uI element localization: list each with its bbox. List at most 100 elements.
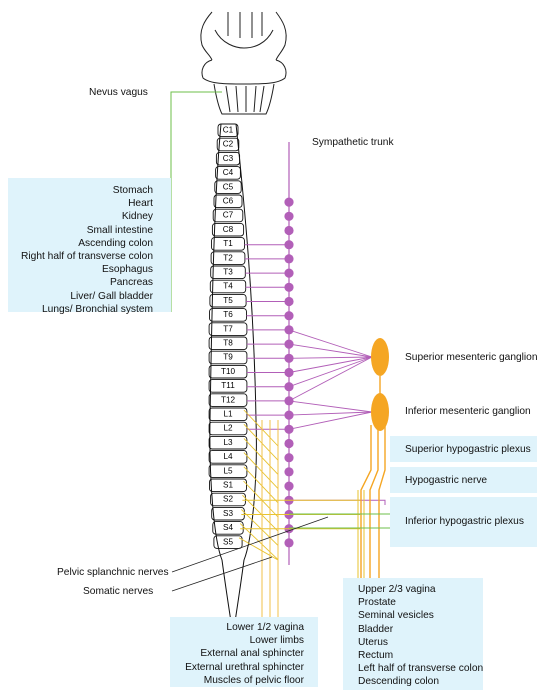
- hypogastric-line: [378, 425, 386, 578]
- segment-label: T2: [223, 253, 233, 262]
- organ-item: Rectum: [358, 650, 394, 662]
- splanchnic-line: [288, 356, 373, 373]
- segment-label: C7: [223, 211, 234, 220]
- vertebra-segment: [208, 435, 248, 450]
- hypogastric-nerve-box: Hypogastric nerve: [390, 467, 537, 493]
- organ-item: Small intestine: [86, 224, 153, 236]
- somatic-targets-box: Lower 1/2 vagina Lower limbs External an…: [170, 617, 318, 687]
- splanchnic-line: [288, 343, 373, 358]
- target-item: Muscles of pelvic floor: [203, 674, 304, 686]
- organ-item: Esophagus: [102, 264, 153, 276]
- pelvic-splanchnic-and-somatic-lines: [238, 376, 390, 617]
- segment-label: L5: [223, 466, 233, 475]
- vertebra-segment: [216, 137, 240, 152]
- inferior-hypogastric-plexus-label: Inferior hypogastric plexus: [405, 516, 524, 527]
- pelvic-organs-box: Upper 2/3 vagina Prostate Seminal vesicl…: [343, 578, 483, 690]
- vertebra-segment: [211, 506, 245, 521]
- vagus-organs-box: Stomach Heart Kidney Small intestine Asc…: [8, 178, 171, 315]
- somatic-fan-line: [243, 452, 279, 489]
- vertebra-segment: [208, 322, 248, 336]
- segment-label: S4: [223, 523, 233, 532]
- somatic-fan-line: [243, 466, 279, 504]
- segment-label: T12: [221, 395, 236, 404]
- vertebra-segment: [208, 336, 248, 351]
- somatic-fan-line: [238, 537, 279, 561]
- organ-item: Kidney: [121, 211, 153, 223]
- segment-label: S5: [223, 537, 233, 546]
- vertebra-segment: [217, 123, 239, 138]
- segment-label: L4: [223, 452, 233, 461]
- segment-label: T4: [223, 282, 233, 291]
- vertebra-segment: [209, 293, 247, 308]
- organ-item: Stomach: [112, 185, 153, 196]
- vertebra-segment: [209, 478, 247, 493]
- hypogastric-line: [360, 425, 372, 578]
- sympathetic-ganglion-icon: [284, 211, 294, 221]
- splanchnic-line: [288, 329, 373, 358]
- somatic-fan-line: [243, 409, 279, 447]
- splanchnic-line: [288, 356, 373, 402]
- vertebra-segment: [209, 308, 247, 322]
- superior-hypogastric-plexus-label: Superior hypogastric plexus: [405, 444, 531, 455]
- somatic-fan-line: [243, 438, 279, 475]
- sympathetic-ganglion-icon: [284, 225, 294, 236]
- vertebra-segment: [211, 237, 245, 251]
- nervus-vagus-label: Nevus vagus: [89, 87, 148, 98]
- vertebra-segment: [208, 350, 248, 365]
- vertebra-segment: [208, 393, 248, 407]
- sympathetic-trunk: [244, 142, 386, 565]
- vertebra-segment: [212, 208, 244, 223]
- splanchnic-line: [288, 356, 373, 388]
- organ-item: Lungs/ Bronchial system: [42, 303, 153, 315]
- somatic-fan-line: [242, 494, 279, 532]
- segment-label: T7: [223, 324, 233, 333]
- segment-label: T5: [223, 296, 233, 305]
- sympathetic-ganglion-icon: [284, 197, 294, 207]
- segment-label: T1: [223, 239, 233, 248]
- somatic-pointer: [171, 556, 273, 592]
- segment-label: T6: [223, 310, 233, 319]
- organ-item: Uterus: [358, 636, 389, 648]
- splanchnic-line: [288, 411, 373, 416]
- pelvic-splanchnic-nerves-label: Pelvic splanchnic nerves: [57, 567, 169, 578]
- splanchnic-line: [288, 400, 373, 413]
- superior-mesenteric-ganglion-icon: [371, 338, 389, 376]
- segment-label: T9: [223, 353, 233, 362]
- segment-label: C8: [223, 225, 234, 234]
- segment-label: C6: [223, 197, 234, 206]
- spinal-column: C1C2C3C4C5C6C7C8T1T2T3T4T5T6T7T8T9T10T11…: [208, 123, 257, 636]
- segment-label: T10: [221, 367, 236, 376]
- vertebra-segment: [214, 180, 242, 194]
- inferior-mesenteric-ganglion-label: Inferior mesenteric ganglion: [405, 406, 531, 417]
- hypogastric-line: [369, 425, 379, 578]
- vertebra-segment: [213, 194, 243, 209]
- pelvic-splanchnic-pointer: [171, 516, 329, 573]
- inferior-hypogastric-plexus-box: Inferior hypogastric plexus: [390, 497, 537, 547]
- sympathetic-ganglion-icon: [284, 467, 294, 477]
- organ-item: Bladder: [358, 623, 394, 635]
- target-item: External anal sphincter: [200, 648, 304, 660]
- segment-label: L1: [223, 410, 233, 419]
- vertebra-segment: [208, 364, 248, 379]
- vertebra-segment: [209, 279, 247, 294]
- vertebra-segment: [211, 222, 245, 237]
- vertebra-segment: [210, 492, 246, 507]
- vertebra-segment: [210, 265, 246, 280]
- sympathetic-ganglion-icon: [284, 453, 294, 463]
- somatic-fan-line: [240, 509, 279, 546]
- sympathetic-ganglion-icon: [284, 538, 294, 548]
- superior-hypogastric-plexus-box: Superior hypogastric plexus: [390, 436, 537, 462]
- target-item: External urethral sphincter: [185, 661, 304, 673]
- target-item: Lower limbs: [249, 635, 304, 647]
- vagus-nerve-lines: [170, 91, 222, 312]
- vertebra-segment: [212, 521, 244, 535]
- segment-label: C5: [223, 182, 234, 191]
- segment-label: T11: [221, 381, 235, 390]
- segment-label: C2: [223, 140, 234, 149]
- splanchnic-line: [288, 411, 373, 430]
- segment-label: S3: [223, 509, 233, 518]
- organ-item: Right half of transverse colon: [21, 251, 153, 263]
- organ-item: Ascending colon: [78, 237, 153, 249]
- organ-item: Upper 2/3 vagina: [358, 584, 436, 595]
